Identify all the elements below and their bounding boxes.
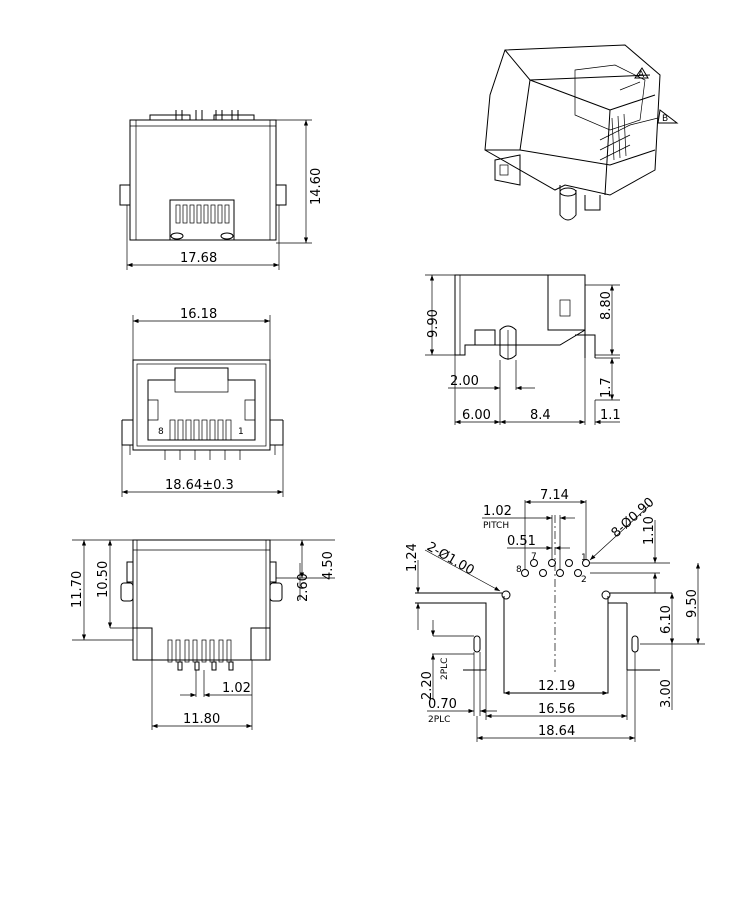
dim-peg-holes: 2-Ø1.00	[424, 539, 477, 578]
dim-w1: 12.19	[538, 679, 575, 694]
dim-v6: 2.20	[420, 671, 435, 700]
plc-label-1: 2PLC	[440, 658, 450, 680]
pin-label-1: 1	[581, 553, 587, 563]
dim-v4: 6.10	[659, 605, 674, 634]
dim-w2: 16.56	[538, 702, 575, 717]
contacts	[175, 204, 230, 224]
dim-pitch: 1.02	[483, 504, 512, 519]
dim-body-width: 16.18	[180, 307, 217, 322]
dim-d2: 6.00	[462, 408, 491, 423]
top-view: 17.68 14.60	[119, 110, 324, 270]
dim-overall-width: 18.64±0.3	[165, 478, 234, 493]
top-pins	[149, 110, 255, 121]
peg-hole	[601, 590, 611, 600]
dim-height2: 8.80	[599, 291, 614, 320]
dim-height: 14.60	[309, 168, 324, 205]
dim-offset: 0.51	[507, 534, 536, 549]
dim-v3: 9.50	[685, 589, 700, 618]
dim-height1: 9.90	[426, 309, 441, 338]
pin-holes	[521, 559, 590, 577]
peg-hole	[501, 590, 511, 600]
side-view: 9.90 8.80 1.7 2.00 6.00 8.4 1.1	[425, 274, 621, 425]
pitch-label: PITCH	[483, 521, 509, 531]
plc-label-2: 2PLC	[428, 715, 450, 725]
pin-label-1: 1	[238, 427, 244, 437]
dim-width: 17.68	[180, 251, 217, 266]
dim-d5: 1.7	[599, 377, 614, 398]
dim-v2: 1.10	[642, 516, 657, 545]
dim-d4: 1.1	[600, 408, 621, 423]
pin-label-8: 8	[158, 427, 164, 437]
dim-span: 7.14	[540, 488, 569, 503]
contacts	[167, 639, 234, 671]
iso-view: A B	[484, 44, 679, 221]
dim-pitch: 1.02	[222, 681, 251, 696]
dim-h1: 11.70	[70, 571, 85, 608]
pcb-layout: 1 2 7 8 7.14 1.02 PITCH 0.51 8-Ø0.90 2-Ø…	[405, 488, 705, 742]
pin-label-2: 2	[581, 575, 587, 585]
peg-slot	[631, 635, 639, 653]
front-view: 16.18 8 1 18.64±0.3	[121, 307, 284, 497]
callout-b: B	[662, 114, 668, 124]
bottom-view: 11.70 10.50 4.50 2.60 1.02 11.80	[70, 539, 336, 730]
dim-h4: 2.60	[296, 573, 311, 602]
contacts	[169, 419, 232, 441]
dim-h2: 10.50	[96, 561, 111, 598]
pin-label-7: 7	[531, 552, 537, 562]
peg-slot	[473, 635, 481, 653]
dim-v5: 3.00	[659, 679, 674, 708]
dim-small: 0.70	[428, 697, 457, 712]
dim-h3: 4.50	[321, 551, 336, 580]
dim-w3: 18.64	[538, 724, 575, 739]
dim-v1: 1.24	[405, 543, 420, 572]
pin-label-8: 8	[516, 565, 522, 575]
dim-d1: 2.00	[450, 374, 479, 389]
dim-span: 11.80	[183, 712, 220, 727]
dim-d3: 8.4	[530, 408, 551, 423]
callout-a: A	[638, 70, 645, 80]
